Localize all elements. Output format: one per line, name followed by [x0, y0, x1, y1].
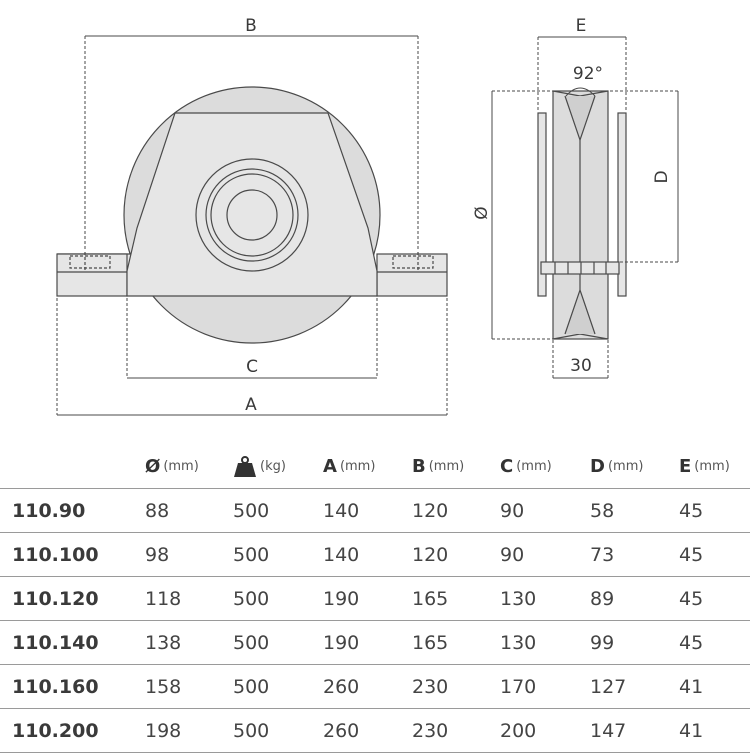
cell-D: 99	[590, 631, 615, 654]
cell-A: 190	[323, 587, 360, 610]
cell-A: 140	[323, 543, 360, 566]
dimension-B	[84, 35, 419, 250]
cell-B: 120	[412, 543, 449, 566]
cell-weight: 500	[233, 631, 270, 654]
cell-E: 45	[679, 631, 704, 654]
table-row: 110.90 88 500 140 120 90 58 45	[0, 489, 750, 533]
cell-B: 230	[412, 719, 449, 742]
label-B: B	[245, 16, 257, 36]
table-header: Ø(mm) (kg) A(mm) B(mm) C(mm) D(mm) E(mm)	[0, 445, 750, 489]
cell-E: 45	[679, 543, 704, 566]
cell-B: 230	[412, 675, 449, 698]
label-angle: 92°	[573, 64, 603, 84]
dimension-diameter	[491, 90, 553, 340]
header-B: B(mm)	[412, 456, 465, 477]
header-C: C(mm)	[500, 456, 552, 477]
side-bracket-right	[617, 112, 627, 297]
cell-weight: 500	[233, 675, 270, 698]
dimension-C	[126, 298, 378, 379]
product-code: 110.100	[12, 543, 99, 566]
cell-diameter: 138	[145, 631, 182, 654]
spec-table: Ø(mm) (kg) A(mm) B(mm) C(mm) D(mm) E(mm)…	[0, 445, 750, 753]
cell-C: 130	[500, 587, 537, 610]
label-width: 30	[570, 356, 592, 376]
cell-C: 90	[500, 543, 525, 566]
label-E: E	[576, 16, 587, 36]
side-bracket-left	[537, 112, 547, 297]
label-diameter: Ø	[472, 206, 492, 219]
cell-E: 45	[679, 499, 704, 522]
cell-weight: 500	[233, 587, 270, 610]
cell-C: 90	[500, 499, 525, 522]
cell-E: 41	[679, 719, 704, 742]
cell-C: 130	[500, 631, 537, 654]
weight-icon	[234, 455, 256, 477]
cell-D: 89	[590, 587, 615, 610]
product-code: 110.120	[12, 587, 99, 610]
side-view	[537, 90, 627, 340]
cell-D: 127	[590, 675, 627, 698]
cell-B: 165	[412, 631, 449, 654]
table-row: 110.100 98 500 140 120 90 73 45	[0, 533, 750, 577]
cell-D: 147	[590, 719, 627, 742]
dimension-width	[552, 340, 609, 379]
header-E: E(mm)	[679, 456, 730, 477]
cell-A: 140	[323, 499, 360, 522]
label-C: C	[246, 357, 258, 377]
side-axle	[540, 261, 620, 275]
cell-diameter: 158	[145, 675, 182, 698]
angle-arc	[565, 87, 596, 97]
label-A: A	[245, 395, 257, 415]
cell-D: 73	[590, 543, 615, 566]
product-code: 110.90	[12, 499, 86, 522]
table-row: 110.140 138 500 190 165 130 99 45	[0, 621, 750, 665]
cell-diameter: 198	[145, 719, 182, 742]
cell-weight: 500	[233, 719, 270, 742]
cell-C: 170	[500, 675, 537, 698]
cell-weight: 500	[233, 543, 270, 566]
cell-weight: 500	[233, 499, 270, 522]
technical-drawing: B C A E 92°	[56, 16, 679, 416]
dimension-A	[56, 298, 448, 416]
cell-diameter: 88	[145, 499, 170, 522]
front-view	[56, 86, 448, 344]
table-row: 110.160 158 500 260 230 170 127 41	[0, 665, 750, 709]
cell-diameter: 98	[145, 543, 170, 566]
cell-diameter: 118	[145, 587, 182, 610]
header-A: A(mm)	[323, 456, 376, 477]
cell-A: 190	[323, 631, 360, 654]
product-code: 110.200	[12, 719, 99, 742]
label-D: D	[652, 170, 672, 183]
dimension-D	[610, 90, 679, 263]
cell-C: 200	[500, 719, 537, 742]
cell-D: 58	[590, 499, 615, 522]
cell-B: 165	[412, 587, 449, 610]
header-diameter: Ø(mm)	[145, 456, 199, 477]
axle-hole	[226, 189, 278, 241]
table-row: 110.200 198 500 260 230 200 147 41	[0, 709, 750, 753]
cell-E: 41	[679, 675, 704, 698]
header-D: D(mm)	[590, 456, 644, 477]
table-row: 110.120 118 500 190 165 130 89 45	[0, 577, 750, 621]
header-weight: (kg)	[233, 445, 286, 488]
product-code: 110.160	[12, 675, 99, 698]
dimension-E	[537, 36, 627, 110]
cell-A: 260	[323, 719, 360, 742]
cell-E: 45	[679, 587, 704, 610]
product-code: 110.140	[12, 631, 99, 654]
cell-A: 260	[323, 675, 360, 698]
cell-B: 120	[412, 499, 449, 522]
